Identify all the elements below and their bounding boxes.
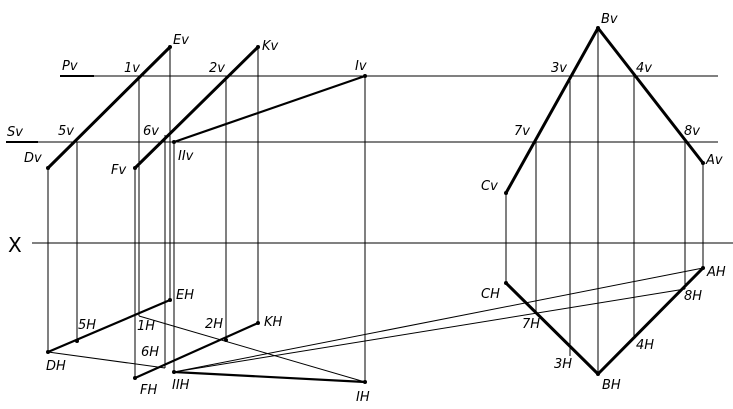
label-dh: DH <box>46 359 66 374</box>
point-bh <box>596 372 600 376</box>
label-1v: 1v <box>124 61 140 76</box>
frontal-labels: Ev Kv Iv Bv 1v 2v 3v 4v 5v 6v 7v 8v Dv F… <box>24 12 723 194</box>
point-iv <box>363 74 367 78</box>
projection-links <box>47 28 704 382</box>
label-cv: Cv <box>481 179 498 194</box>
point-dh <box>46 350 50 354</box>
label-3h: 3H <box>554 357 572 372</box>
edge-bh-ah <box>596 266 705 376</box>
label-dv: Dv <box>24 151 42 166</box>
edge-dv-ev <box>46 45 172 170</box>
edge-fh-kh <box>133 321 260 380</box>
label-4h: 4H <box>636 338 654 353</box>
point-5h <box>75 339 79 343</box>
label-iv: Iv <box>355 59 367 74</box>
points <box>46 26 705 384</box>
label-bh: BH <box>602 378 621 393</box>
point-ih <box>363 380 367 384</box>
label-iiv: IIv <box>178 149 194 164</box>
point-ch <box>504 281 508 285</box>
label-5h: 5H <box>78 318 96 333</box>
label-4v: 4v <box>636 61 652 76</box>
label-ch: CH <box>481 287 500 302</box>
label-ih: IH <box>356 390 370 405</box>
label-ev: Ev <box>173 33 189 48</box>
point-ah <box>701 266 705 270</box>
label-8v: 8v <box>684 124 700 139</box>
line-iih-8h <box>173 288 686 373</box>
label-eh: EH <box>176 288 194 303</box>
point-ev <box>168 45 172 49</box>
edge-cv-bv <box>504 26 600 195</box>
label-av: Av <box>705 153 723 168</box>
point-av <box>701 161 705 165</box>
label-1h: 1H <box>137 319 155 334</box>
point-fv <box>133 166 137 170</box>
point-cv <box>504 191 508 195</box>
horizontal-labels: EH KH 5H 1H 2H 6H DH FH IIH IH CH 7H 3H … <box>46 265 726 405</box>
edge-iiv-iv <box>172 74 367 144</box>
edge-fv-kv <box>133 45 260 170</box>
point-2h <box>224 338 228 342</box>
label-bv: Bv <box>601 12 618 27</box>
point-kv <box>256 45 260 49</box>
point-kh <box>256 321 260 325</box>
point-eh <box>168 298 172 302</box>
line-dh-6h <box>47 351 166 369</box>
label-6v: 6v <box>143 124 159 139</box>
axis-x-label: X <box>8 233 22 257</box>
point-dv <box>46 166 50 170</box>
point-iiv <box>172 140 176 144</box>
line-iih-ah <box>173 267 704 373</box>
edge-dh-eh <box>46 298 172 354</box>
horizontal-view-edges <box>46 266 705 384</box>
label-kv: Kv <box>262 39 279 54</box>
label-7h: 7H <box>522 317 540 332</box>
point-bv <box>596 26 600 30</box>
label-8h: 8H <box>684 289 702 304</box>
label-fh: FH <box>140 383 157 398</box>
line-1h-ih <box>138 315 366 383</box>
label-fv: Fv <box>111 163 126 178</box>
point-fh <box>133 376 137 380</box>
horizontal-view-thin-lines <box>47 267 704 383</box>
edge-ch-bh <box>504 281 600 376</box>
label-5v: 5v <box>58 124 74 139</box>
label-iih: IIH <box>172 378 190 393</box>
edge-bv-av <box>596 26 705 165</box>
label-ah: AH <box>706 265 726 280</box>
label-2v: 2v <box>209 61 225 76</box>
edge-iih-ih <box>172 370 367 384</box>
label-3v: 3v <box>551 61 567 76</box>
frontal-view-edges <box>46 26 705 195</box>
label-2h: 2H <box>205 317 223 332</box>
plane-p-label: Pv <box>62 59 78 74</box>
plane-s-label: Sv <box>7 125 23 140</box>
label-kh: KH <box>264 315 283 330</box>
label-6h: 6H <box>141 345 159 360</box>
label-7v: 7v <box>514 124 530 139</box>
point-iih <box>172 370 176 374</box>
